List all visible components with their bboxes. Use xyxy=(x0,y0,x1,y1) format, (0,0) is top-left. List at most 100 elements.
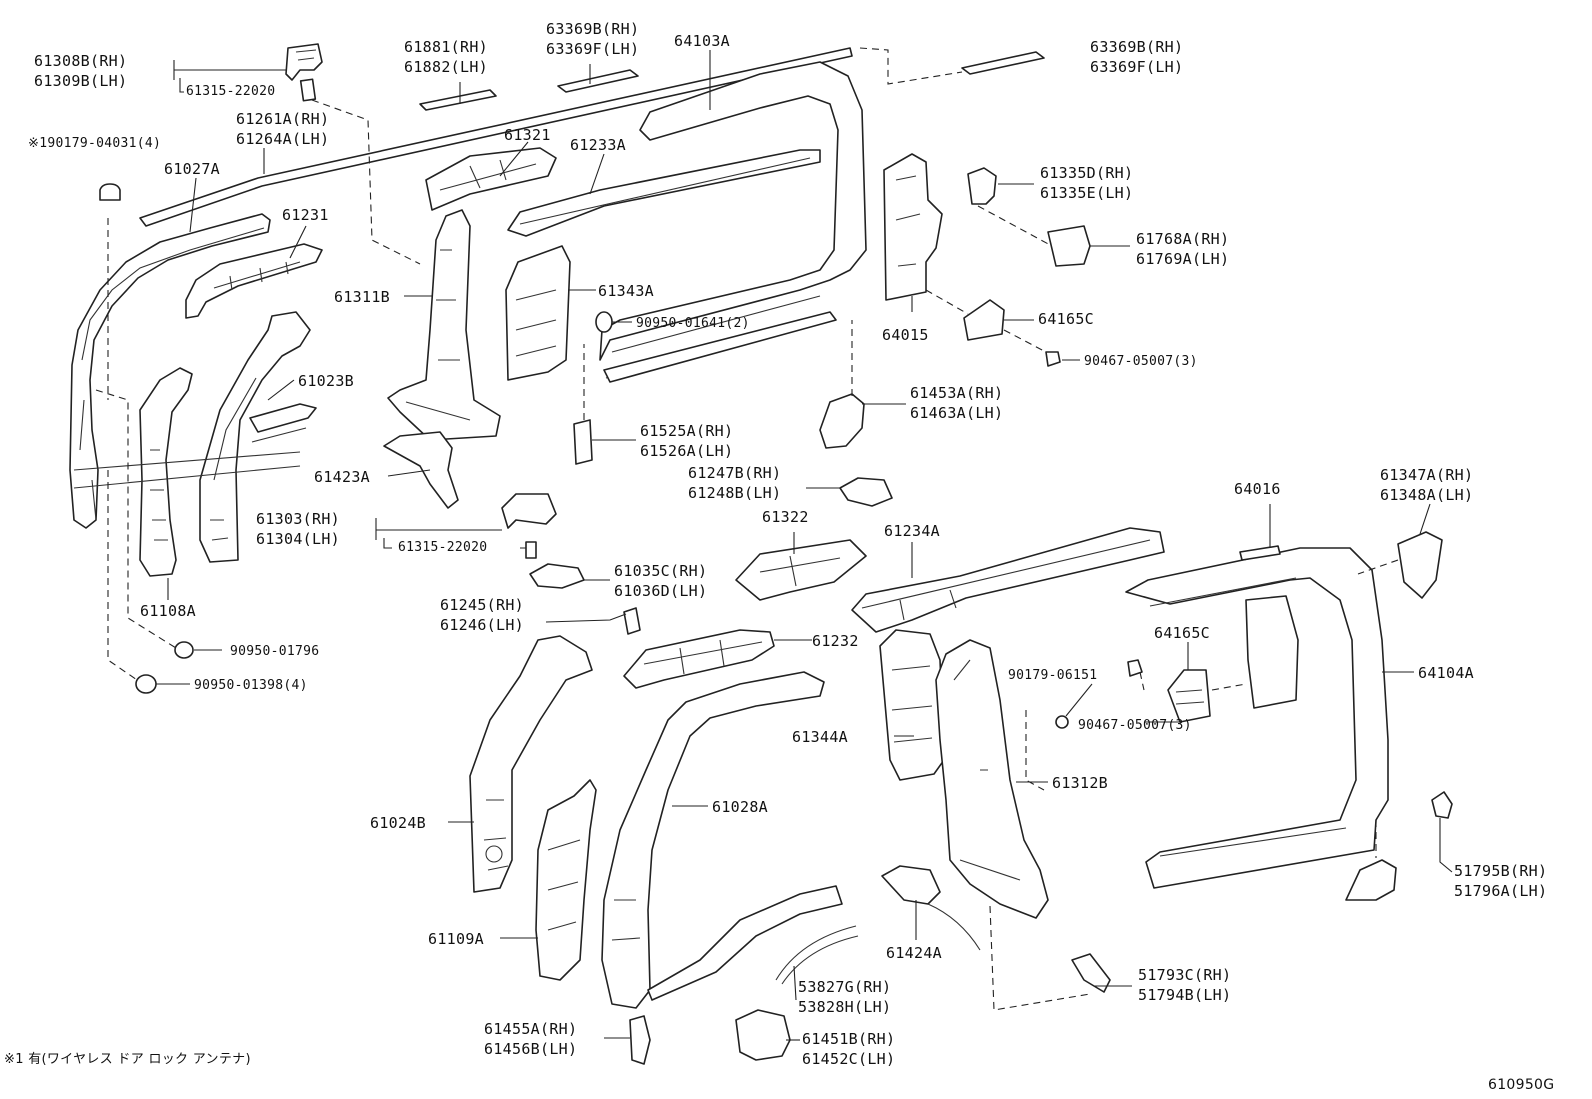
label-61108a: 61108A xyxy=(140,602,196,620)
part-61451b xyxy=(735,1009,791,1061)
part-53827g xyxy=(775,925,857,981)
label-61463a: 61463A(LH) xyxy=(910,404,1004,422)
part-51796a-bracket xyxy=(1345,859,1397,901)
label-51793c: 51793C(RH) xyxy=(1138,966,1232,984)
part-61525a xyxy=(573,419,593,465)
label-90467-05007-upper: 90467-05007(3) xyxy=(1084,354,1198,369)
part-61232 xyxy=(623,629,775,689)
label-61456b: 61456B(LH) xyxy=(484,1040,578,1058)
label-53827g: 53827G(RH) xyxy=(798,978,892,996)
label-61315-22020-top: 61315-22020 xyxy=(186,84,276,99)
part-61424a xyxy=(881,865,941,905)
part-61881 xyxy=(419,89,497,111)
label-51795b: 51795B(RH) xyxy=(1454,862,1548,880)
label-61768a: 61768A(RH) xyxy=(1136,230,1230,248)
part-61453a xyxy=(819,393,865,449)
label-51794b: 51794B(LH) xyxy=(1138,986,1232,1004)
label-90950-01641: 90950-01641(2) xyxy=(636,316,750,331)
label-64165c-upper: 64165C xyxy=(1038,310,1094,328)
label-61455a: 61455A(RH) xyxy=(484,1020,578,1038)
part-61261a-roof-rail xyxy=(139,47,853,227)
label-61526a: 61526A(LH) xyxy=(640,442,734,460)
label-90467-05007-lower: 90467-05007(3) xyxy=(1078,718,1192,733)
label-61453a: 61453A(RH) xyxy=(910,384,1004,402)
part-61335d xyxy=(967,167,997,205)
label-61109a: 61109A xyxy=(428,930,484,948)
part-64104a xyxy=(1125,547,1389,889)
label-61343a: 61343A xyxy=(598,282,654,300)
part-61303 xyxy=(501,493,557,529)
label-190179-04031: ※190179-04031(4) xyxy=(28,136,162,151)
label-61246: 61246(LH) xyxy=(440,616,524,634)
label-61315-22020-mid: 61315-22020 xyxy=(398,540,488,555)
label-61882: 61882(LH) xyxy=(404,58,488,76)
part-64103a-sill xyxy=(603,311,837,383)
part-64103a xyxy=(599,61,867,361)
label-61321: 61321 xyxy=(504,126,551,144)
label-63369f-rear: 63369F(LH) xyxy=(1090,58,1184,76)
label-63369b-rear: 63369B(RH) xyxy=(1090,38,1184,56)
label-61344a: 61344A xyxy=(792,728,848,746)
part-63369b-front xyxy=(557,69,639,93)
clip-190179 xyxy=(99,183,121,201)
label-61261a: 61261A(RH) xyxy=(236,110,330,128)
label-51796a: 51796A(LH) xyxy=(1454,882,1548,900)
part-51795b xyxy=(1431,791,1453,819)
label-61035c: 61035C(RH) xyxy=(614,562,708,580)
clip-90179-06151 xyxy=(1055,715,1069,729)
label-64015: 64015 xyxy=(882,326,929,344)
label-61234a: 61234A xyxy=(884,522,940,540)
part-61347a xyxy=(1397,531,1443,599)
label-61423a: 61423A xyxy=(314,468,370,486)
part-64104a-inner xyxy=(1245,595,1299,709)
part-61768a xyxy=(1047,225,1091,267)
label-61347a: 61347A(RH) xyxy=(1380,466,1474,484)
part-61311b xyxy=(387,209,501,441)
label-90950-01398: 90950-01398(4) xyxy=(194,678,308,693)
part-64165c-lower xyxy=(1167,669,1211,723)
part-61108a xyxy=(139,367,193,577)
label-61245: 61245(RH) xyxy=(440,596,524,614)
part-61024b xyxy=(469,635,593,893)
part-61109a xyxy=(535,779,597,981)
label-61451b: 61451B(RH) xyxy=(802,1030,896,1048)
label-61312b: 61312B xyxy=(1052,774,1108,792)
label-61348a: 61348A(LH) xyxy=(1380,486,1474,504)
label-61231: 61231 xyxy=(282,206,329,224)
label-90950-01796: 90950-01796 xyxy=(230,644,320,659)
label-61335d: 61335D(RH) xyxy=(1040,164,1134,182)
part-61027a xyxy=(69,213,271,529)
grommet-90950-01641 xyxy=(595,311,613,333)
part-61423a xyxy=(383,431,459,509)
label-61303: 61303(RH) xyxy=(256,510,340,528)
clip-90950-01398 xyxy=(135,674,157,694)
label-61322: 61322 xyxy=(762,508,809,526)
part-61315-clip-mid xyxy=(525,541,537,559)
part-61322 xyxy=(735,539,867,601)
part-64016 xyxy=(1239,545,1281,561)
label-63369b-front: 63369B(RH) xyxy=(546,20,640,38)
label-53828h: 53828H(LH) xyxy=(798,998,892,1016)
label-61769a: 61769A(LH) xyxy=(1136,250,1230,268)
part-61308b xyxy=(285,43,323,81)
diagram-code: 610950G xyxy=(1488,1077,1555,1093)
part-61035c xyxy=(529,563,585,589)
label-61452c: 61452C(LH) xyxy=(802,1050,896,1068)
part-61247b xyxy=(839,477,893,507)
part-61233a xyxy=(507,149,821,237)
part-wheelhouse-front xyxy=(647,885,843,1001)
part-64015 xyxy=(883,153,943,301)
label-64104a: 64104A xyxy=(1418,664,1474,682)
label-61424a: 61424A xyxy=(886,944,942,962)
label-61233a: 61233A xyxy=(570,136,626,154)
label-63369f-front: 63369F(LH) xyxy=(546,40,640,58)
label-61247b: 61247B(RH) xyxy=(688,464,782,482)
label-61232: 61232 xyxy=(812,632,859,650)
part-61455a xyxy=(629,1015,651,1065)
label-61311b: 61311B xyxy=(334,288,390,306)
part-61023b xyxy=(199,311,311,563)
label-64103a: 64103A xyxy=(674,32,730,50)
part-61321 xyxy=(425,147,557,211)
